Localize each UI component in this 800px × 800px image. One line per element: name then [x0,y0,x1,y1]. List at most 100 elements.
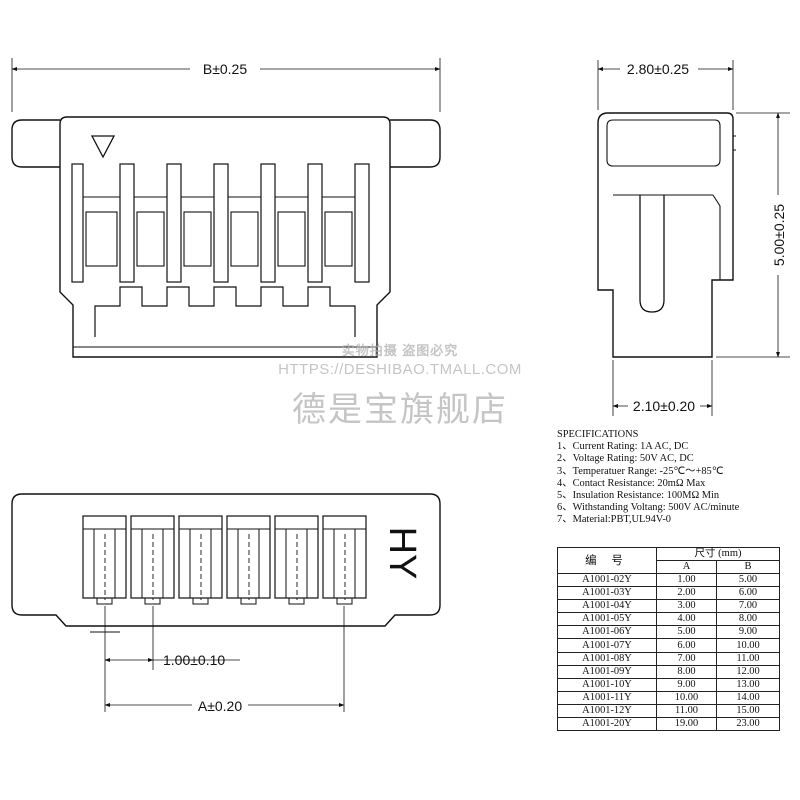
cell-a: 10.00 [656,690,717,705]
cavity-slot [285,528,308,599]
cell-b: 5.00 [715,572,781,588]
top-body [11,493,441,627]
separator-post [71,163,84,283]
spec-item: 5、Insulation Resistance: 100MΩ Min [557,489,720,501]
left-flange [11,119,60,168]
contact-window [277,211,306,267]
header-code: 编 号 [557,547,657,574]
cell-b: 10.00 [715,638,781,653]
cavity [322,515,367,599]
separator-post [213,163,229,283]
dimension-a-label: A±0.20 [198,698,242,714]
cell-code: A1001-20Y [557,717,657,732]
cell-b: 8.00 [715,612,781,627]
cell-b: 11.00 [715,651,781,666]
cell-b: 23.00 [715,717,781,732]
contact-window [183,211,212,267]
cell-a: 9.00 [656,677,717,692]
spec-item: 7、Material:PBT,UL94V-0 [557,514,671,526]
cell-code: A1001-06Y [557,625,657,640]
header-size: 尺寸 (mm) [655,547,781,561]
cavity-foot [96,598,113,605]
cell-a: 2.00 [656,586,717,601]
cell-a: 5.00 [656,625,717,640]
cell-code: A1001-07Y [557,638,657,653]
cell-code: A1001-08Y [557,651,657,666]
specifications-title: SPECIFICATIONS [557,429,639,440]
cell-code: A1001-11Y [557,690,657,705]
cell-a: 3.00 [656,599,717,614]
right-flange [390,119,441,168]
separator-post [307,163,323,283]
separator-post [119,163,135,283]
cell-a: 6.00 [656,638,717,653]
cell-b: 14.00 [715,690,781,705]
watermark-line-3: 德是宝旗舰店 [292,390,508,430]
cell-code: A1001-03Y [557,586,657,601]
cell-code: A1001-09Y [557,664,657,679]
side-body [597,112,734,358]
contact-window [136,211,165,267]
header-a: A [656,560,717,574]
cavity [226,515,271,599]
cell-b: 15.00 [715,703,781,719]
cavity-foot [144,598,161,605]
cavity [178,515,223,599]
cell-b: 6.00 [715,586,781,601]
top-view [11,493,441,712]
cell-code: A1001-02Y [557,572,657,588]
bottom-pockets [94,286,356,337]
cell-b: 7.00 [715,599,781,614]
cell-a: 1.00 [656,572,717,588]
cavity-slot [93,528,116,599]
cavity [82,515,127,599]
cell-b: 9.00 [715,625,781,640]
specifications-block: SPECIFICATIONS 1、Current Rating: 1A AC, … [557,429,739,527]
contact-window [85,211,118,267]
cavity-slot [141,528,164,599]
watermark-line-2: HTTPS://DESHIBAO.TMALL.COM [278,361,522,378]
cavity-foot [240,598,257,605]
cell-code: A1001-10Y [557,677,657,692]
cavity-slot [333,528,356,599]
front-view [11,58,441,358]
separator-post [260,163,276,283]
dimension-width-top-label: 2.80±0.25 [627,61,689,77]
dimension-b-label: B±0.25 [203,61,247,77]
contact-window [230,211,259,267]
watermark-line-1: 实物拍摄 盗图必究 [341,343,459,358]
separator-post [354,163,370,283]
header-b: B [715,560,781,574]
side-slot [639,195,665,313]
spec-item: 4、Contact Resistance: 20mΩ Max [557,477,706,489]
front-body [59,116,391,358]
cell-a: 11.00 [656,703,717,719]
cell-code: A1001-12Y [557,703,657,719]
hy-brand-mark: HY [381,527,423,580]
cell-b: 13.00 [715,677,781,692]
cell-a: 8.00 [656,664,717,679]
dimension-height-label: 5.00±0.25 [771,204,787,266]
cavity [274,515,319,599]
cavity-slot [237,528,260,599]
contact-slots [71,163,370,283]
cell-a: 7.00 [656,651,717,666]
spec-item: 3、Temperatuer Range: -25℃～+85℃ [557,465,724,477]
cell-a: 4.00 [656,612,717,627]
cavity-foot [336,598,353,605]
cell-code: A1001-04Y [557,599,657,614]
contact-window [324,211,353,267]
cell-b: 12.00 [715,664,781,679]
